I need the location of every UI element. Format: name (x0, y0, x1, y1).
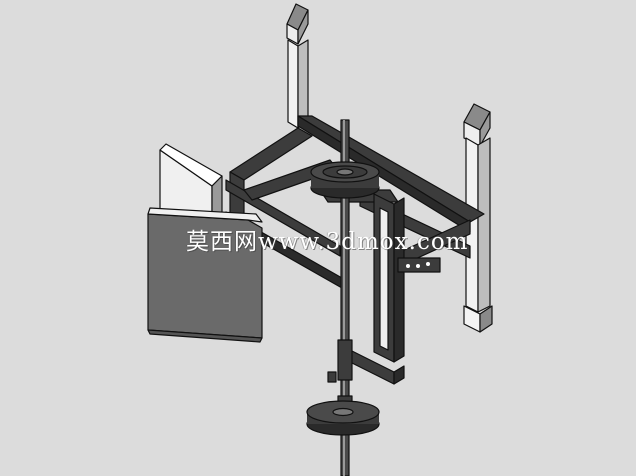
seat-pad (147, 207, 263, 343)
back-left-upright (286, 3, 309, 129)
right-column (349, 193, 441, 385)
upper-frame (225, 115, 485, 289)
back-right-upright (463, 103, 493, 333)
lower-weight-plate (306, 400, 380, 436)
upper-weight-plate (310, 161, 380, 199)
